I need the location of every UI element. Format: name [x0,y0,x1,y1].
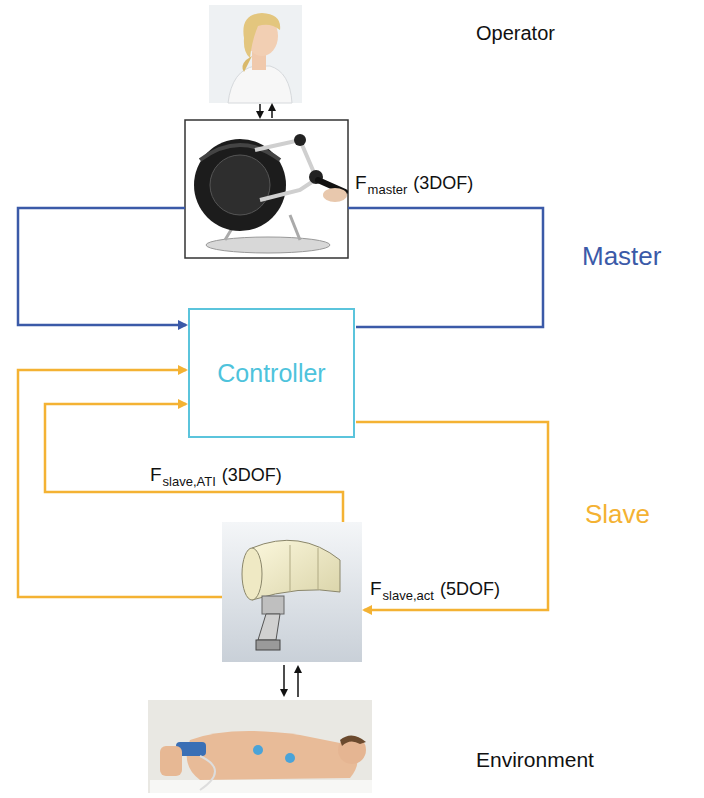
force-label: Fmaster (3DOF) [355,172,473,195]
force-label: Fslave,ATI (3DOF) [150,464,282,487]
group-label: Master [582,242,661,271]
dof-label: (3DOF) [413,173,473,195]
down-arrow [259,104,261,117]
group-label: Slave [585,500,650,529]
force-label: Fslave,act (5DOF) [370,578,500,601]
slave-robot [222,522,362,662]
up-arrow [271,105,273,118]
slave-command-line [356,422,548,610]
down-arrow [283,665,285,695]
force-symbol: F [355,172,367,195]
force-symbol: F [370,578,382,601]
role-label: Operator [476,22,555,44]
node-label: Controller [217,359,325,388]
dof-label: (5DOF) [440,579,500,601]
master-command-line [348,208,543,327]
controller-box: Controller [188,308,355,438]
haptic-device [185,120,348,258]
force-symbol: F [150,464,162,487]
force-subscript: master [368,182,408,198]
force-subscript: slave,ATI [163,474,216,490]
patient-photo [148,700,372,793]
master-signal-line [18,208,186,325]
dof-label: (3DOF) [222,465,282,487]
up-arrow [297,667,299,697]
role-label: Environment [476,748,594,771]
force-subscript: slave,act [383,588,434,604]
operator-photo [209,5,302,103]
